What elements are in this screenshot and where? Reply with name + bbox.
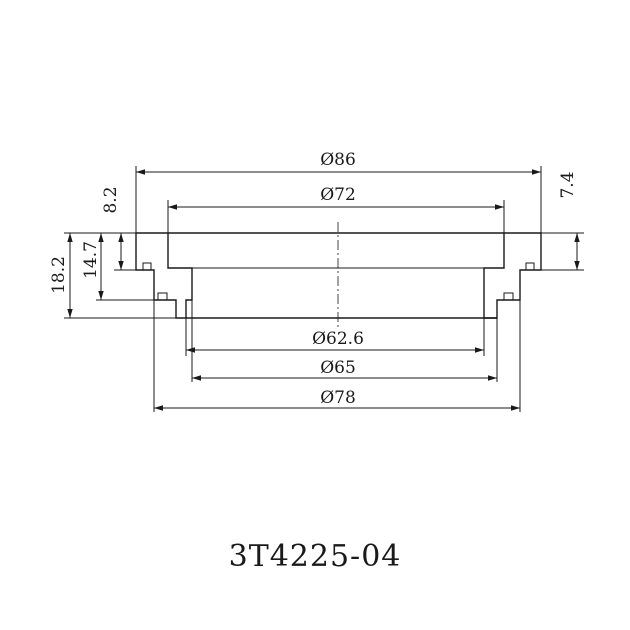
dim-label-d65: Ø65 <box>320 358 356 378</box>
dimension-d65: Ø65 <box>192 358 497 381</box>
left-upper-groove <box>142 262 152 271</box>
dimension-d86: Ø86 <box>136 150 541 175</box>
dim-label-d78: Ø78 <box>320 388 356 408</box>
dimension-d62-6: Ø62.6 <box>186 329 484 353</box>
dim-label-h8-2: 8.2 <box>101 186 121 213</box>
part-body <box>135 222 542 328</box>
dimension-h7-4: 7.4 <box>558 171 580 270</box>
right-lower-groove <box>503 292 514 301</box>
right-upper-groove <box>525 262 535 271</box>
dim-label-h18-2: 18.2 <box>49 256 69 294</box>
left-lower-groove <box>157 292 168 301</box>
dim-label-d62-6: Ø62.6 <box>312 329 364 349</box>
dimension-h8-2: 8.2 <box>101 186 124 270</box>
dim-label-h14-7: 14.7 <box>81 241 101 279</box>
dim-label-d72: Ø72 <box>320 185 356 205</box>
dimension-d72: Ø72 <box>168 185 504 210</box>
dim-label-h7-4: 7.4 <box>558 171 578 198</box>
dimension-h14-7: 14.7 <box>81 233 104 300</box>
left-section-hatch <box>135 232 193 319</box>
part-number: 3T4225-04 <box>229 539 402 574</box>
dimension-h18-2: 18.2 <box>49 233 73 318</box>
right-section-hatch <box>483 232 542 319</box>
dim-label-d86: Ø86 <box>320 150 356 170</box>
dimension-d78: Ø78 <box>154 388 520 411</box>
